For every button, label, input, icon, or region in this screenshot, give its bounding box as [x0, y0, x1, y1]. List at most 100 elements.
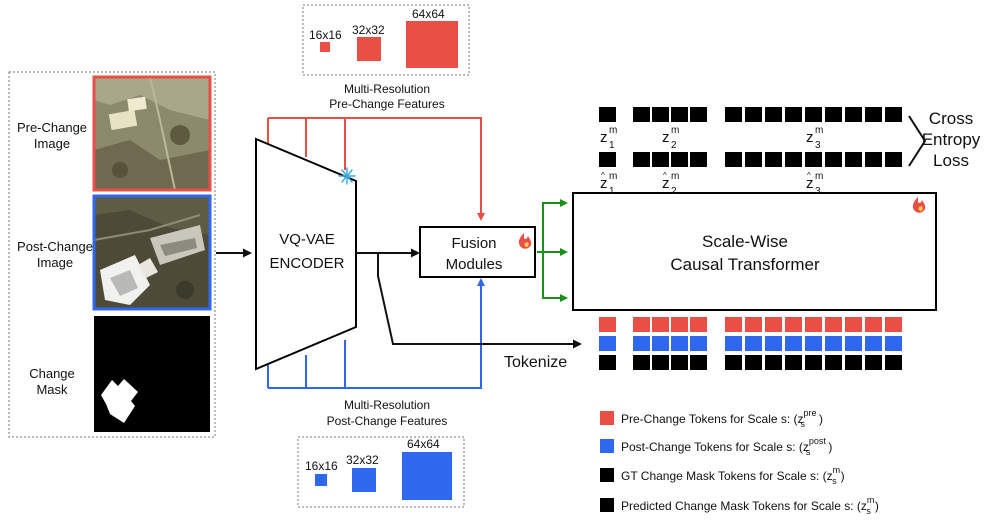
pre-features-caption-1: Multi-Resolution	[344, 82, 430, 96]
pre-res-16-label: 16x16	[309, 28, 342, 42]
pre-res-64-square	[406, 21, 458, 68]
svg-text:z: z	[806, 129, 814, 146]
snowflake-icon	[338, 167, 356, 185]
mask-token	[690, 355, 707, 370]
mask-token	[845, 355, 862, 370]
z3-label: z m 3	[806, 125, 823, 151]
pre-res-32-square	[357, 37, 381, 61]
pre-token	[765, 317, 782, 332]
gt-token	[885, 107, 902, 122]
loss-label-3: Loss	[933, 151, 969, 170]
svg-text:2: 2	[671, 186, 677, 197]
z2-hat-label: z ^ m 2	[662, 171, 679, 197]
pre-token	[785, 317, 802, 332]
predicted-token	[652, 152, 669, 167]
z1-hat-label: z ^ m 1	[600, 171, 617, 197]
post-change-image	[92, 194, 212, 311]
fire-icon	[518, 233, 532, 249]
legend-swatch-pre	[600, 411, 614, 425]
pre-change-image	[92, 75, 212, 192]
mask-token	[785, 355, 802, 370]
gt-token	[845, 107, 862, 122]
mask-token	[671, 355, 688, 370]
pre-token	[690, 317, 707, 332]
pre-res-64-label: 64x64	[412, 7, 445, 21]
gt-token	[725, 107, 742, 122]
pre-token	[885, 317, 902, 332]
post-feature-lines	[267, 278, 485, 389]
svg-text:m: m	[815, 125, 823, 136]
fusion-to-transformer-arrows	[537, 199, 568, 302]
pre-token	[805, 317, 822, 332]
predicted-token	[825, 152, 842, 167]
predicted-token	[865, 152, 882, 167]
post-change-resolution-box: 16x16 32x32 64x64	[297, 436, 465, 508]
vq-vae-encoder: VQ-VAE ENCODER	[255, 137, 357, 371]
gt-token	[805, 107, 822, 122]
encoder-label-2: ENCODER	[269, 255, 344, 272]
legend-item-predicted-mask: Predicted Change Mask Tokens for Scale s…	[600, 495, 879, 516]
pre-features-caption-2: Pre-Change Features	[329, 97, 444, 111]
post-token	[745, 336, 762, 351]
post-res-16-label: 16x16	[305, 459, 338, 473]
mask-token	[765, 355, 782, 370]
pre-token	[845, 317, 862, 332]
post-res-32-label: 32x32	[346, 453, 379, 467]
fire-icon	[912, 197, 926, 213]
predicted-token	[785, 152, 802, 167]
transformer-label-1: Scale-Wise	[702, 232, 788, 251]
post-token	[633, 336, 650, 351]
svg-text:3: 3	[815, 186, 821, 197]
pre-token	[825, 317, 842, 332]
gt-token	[765, 107, 782, 122]
z1-label: z m 1	[600, 125, 617, 151]
predicted-token	[745, 152, 762, 167]
legend-swatch-post	[600, 439, 614, 453]
post-token	[785, 336, 802, 351]
mask-token	[599, 355, 616, 370]
svg-text:2: 2	[671, 140, 677, 151]
pre-token	[725, 317, 742, 332]
post-res-64-square	[402, 452, 452, 500]
svg-text:GT Change Mask Tokens for Scal: GT Change Mask Tokens for Scale s: (zms)	[621, 465, 845, 486]
predicted-token	[725, 152, 742, 167]
post-token	[690, 336, 707, 351]
svg-text:m: m	[671, 171, 679, 182]
gt-token	[690, 107, 707, 122]
transformer-label-2: Causal Transformer	[670, 255, 820, 274]
svg-text:m: m	[609, 125, 617, 136]
mask-token	[745, 355, 762, 370]
predicted-token	[845, 152, 862, 167]
encoder-label-1: VQ-VAE	[279, 231, 335, 248]
post-res-64-label: 64x64	[407, 437, 440, 451]
gt-token	[865, 107, 882, 122]
svg-text:z: z	[662, 175, 670, 192]
z2-label: z m 2	[662, 125, 679, 151]
gt-token	[652, 107, 669, 122]
pre-change-label-1: Pre-Change	[17, 120, 87, 135]
mask-token	[885, 355, 902, 370]
post-token	[845, 336, 862, 351]
scale-wise-causal-transformer: Scale-Wise Causal Transformer	[572, 192, 937, 311]
change-mask-label-1: Change	[29, 366, 75, 381]
post-features-caption-2: Post-Change Features	[327, 414, 448, 428]
svg-text:z: z	[600, 175, 608, 192]
token-rows	[599, 107, 902, 370]
post-token	[765, 336, 782, 351]
loss-label-1: Cross	[929, 109, 973, 128]
post-token	[805, 336, 822, 351]
fusion-modules-box: Fusion Modules	[419, 226, 536, 278]
post-res-16-square	[315, 474, 327, 486]
tokenize-label: Tokenize	[504, 354, 567, 371]
svg-text:Predicted Change Mask Tokens f: Predicted Change Mask Tokens for Scale s…	[621, 495, 879, 516]
pre-res-32-label: 32x32	[352, 23, 385, 37]
post-change-label-2: Image	[37, 255, 73, 270]
input-panel: Pre-Change Image Post-Change Image Chang…	[8, 71, 216, 438]
svg-text:z: z	[662, 129, 670, 146]
svg-text:m: m	[671, 125, 679, 136]
pre-change-resolution-box: 16x16 32x32 64x64	[302, 4, 470, 76]
pre-token	[599, 317, 616, 332]
